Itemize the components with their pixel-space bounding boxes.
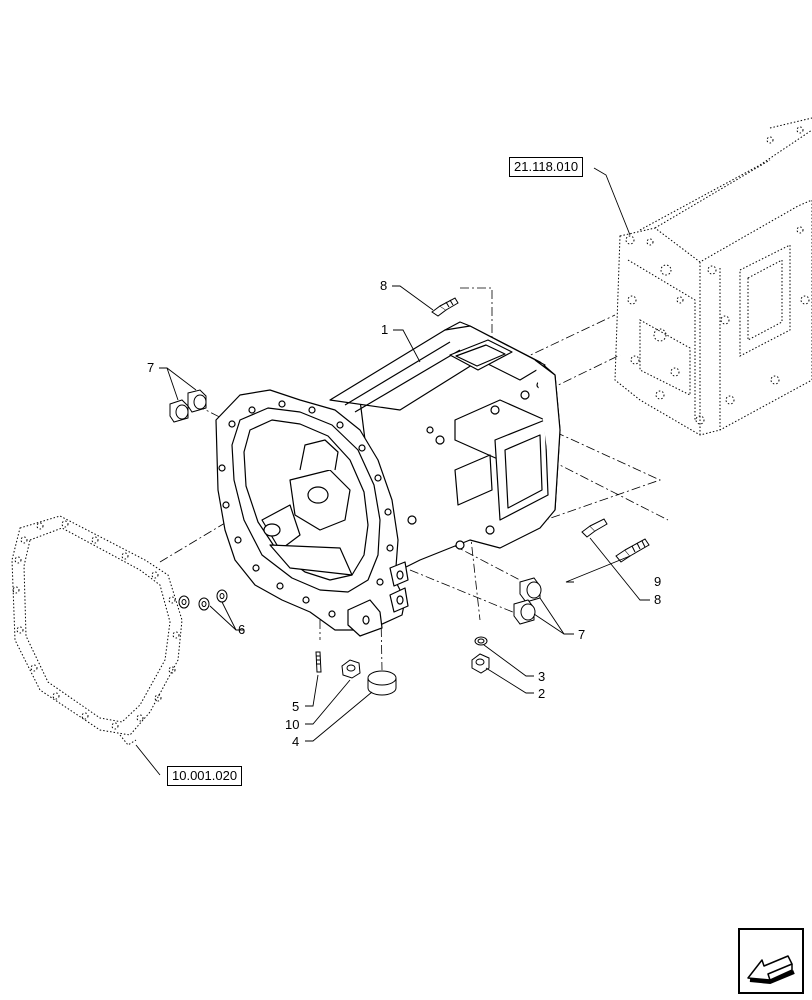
callout-7-left: 7: [147, 360, 154, 375]
callout-5: 5: [292, 699, 299, 714]
callout-8-upper: 8: [380, 278, 387, 293]
reference-label-10-001-020[interactable]: 10.001.020: [167, 766, 243, 786]
ghost-transmission-housing: [614, 117, 812, 436]
bolt-part-8-upper: [431, 297, 459, 317]
cap-part-4: [367, 670, 397, 696]
reference-label-21-118-010[interactable]: 21.118.010: [509, 157, 584, 177]
callout-4: 4: [292, 734, 299, 749]
plug-part-6: [178, 589, 228, 611]
callout-3: 3: [538, 669, 545, 684]
navigation-arrow-button[interactable]: [738, 928, 804, 994]
callout-numbers: 1 2 3 4 5 6 7 7 8 8 9 10: [147, 278, 661, 749]
nut-part-10: [341, 659, 361, 679]
dowel-part-7-right: [513, 577, 542, 625]
washer-part-3: [474, 636, 488, 646]
callout-8-lower: 8: [654, 592, 661, 607]
callout-2: 2: [538, 686, 545, 701]
callout-7-right: 7: [578, 627, 585, 642]
ghost-rear-cover: [11, 515, 183, 746]
stud-part-5: [315, 651, 322, 673]
callout-9: 9: [654, 574, 661, 589]
bolt-part-8-lower: [581, 518, 608, 538]
nut-part-2: [471, 653, 490, 674]
callout-1: 1: [381, 322, 388, 337]
bolt-part-9: [615, 538, 650, 563]
leader-lines: [135, 167, 650, 776]
main-housing-part-1: [215, 321, 561, 637]
callout-10: 10: [285, 717, 299, 732]
arrow-icon: [747, 955, 795, 985]
dowel-part-7-left: [169, 389, 207, 423]
callout-6: 6: [238, 622, 245, 637]
